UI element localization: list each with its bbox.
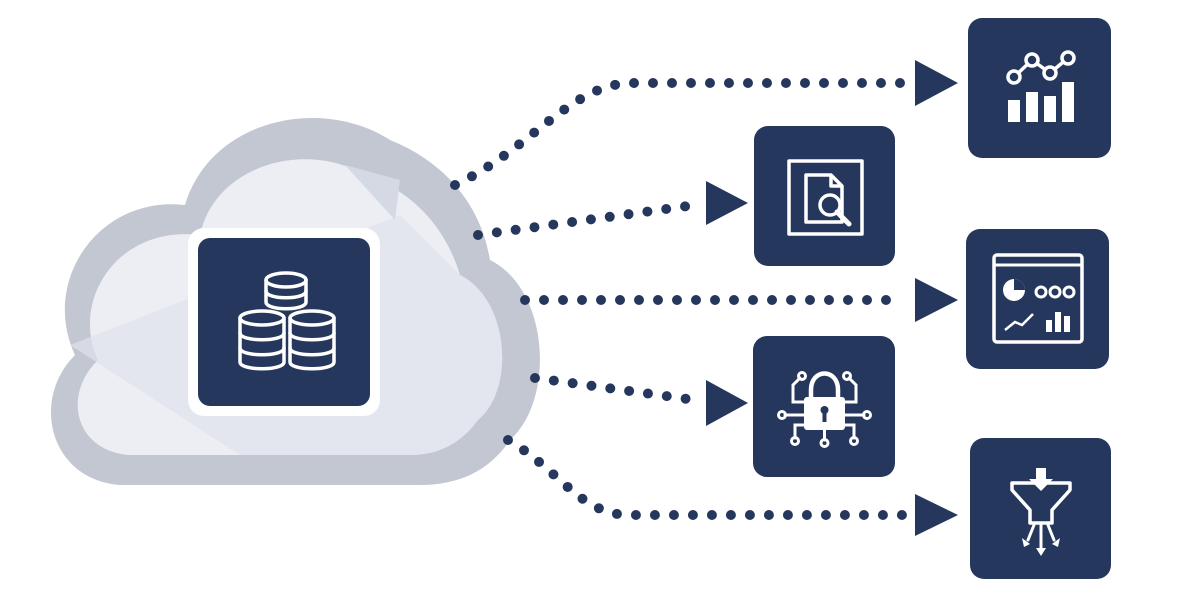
connector-4 bbox=[530, 373, 700, 405]
dashboard-tile[interactable] bbox=[966, 229, 1109, 369]
arrowhead-1 bbox=[915, 60, 958, 106]
connector-1 bbox=[450, 78, 910, 190]
security-tile[interactable] bbox=[753, 336, 895, 477]
data-funnel-icon bbox=[1010, 468, 1072, 556]
funnel-tile[interactable] bbox=[970, 438, 1111, 579]
cloud-hub bbox=[50, 117, 540, 486]
dashboard-report-icon bbox=[992, 253, 1084, 344]
database-stack-icon bbox=[238, 271, 336, 371]
analytics-chart-icon bbox=[1006, 50, 1076, 122]
arrowhead-5 bbox=[915, 494, 958, 536]
cloud-fold-corner bbox=[345, 165, 400, 220]
connector-5 bbox=[503, 435, 910, 520]
connector-2 bbox=[473, 200, 700, 240]
document-search-icon bbox=[787, 159, 864, 236]
arrowheads bbox=[706, 60, 958, 536]
arrowhead-3 bbox=[915, 278, 958, 322]
analytics-tile[interactable] bbox=[968, 18, 1111, 158]
connectors bbox=[450, 78, 910, 520]
document-search-tile[interactable] bbox=[754, 126, 895, 266]
arrowhead-4 bbox=[706, 380, 748, 426]
arrowhead-2 bbox=[706, 181, 748, 225]
security-lock-icon bbox=[777, 371, 872, 448]
